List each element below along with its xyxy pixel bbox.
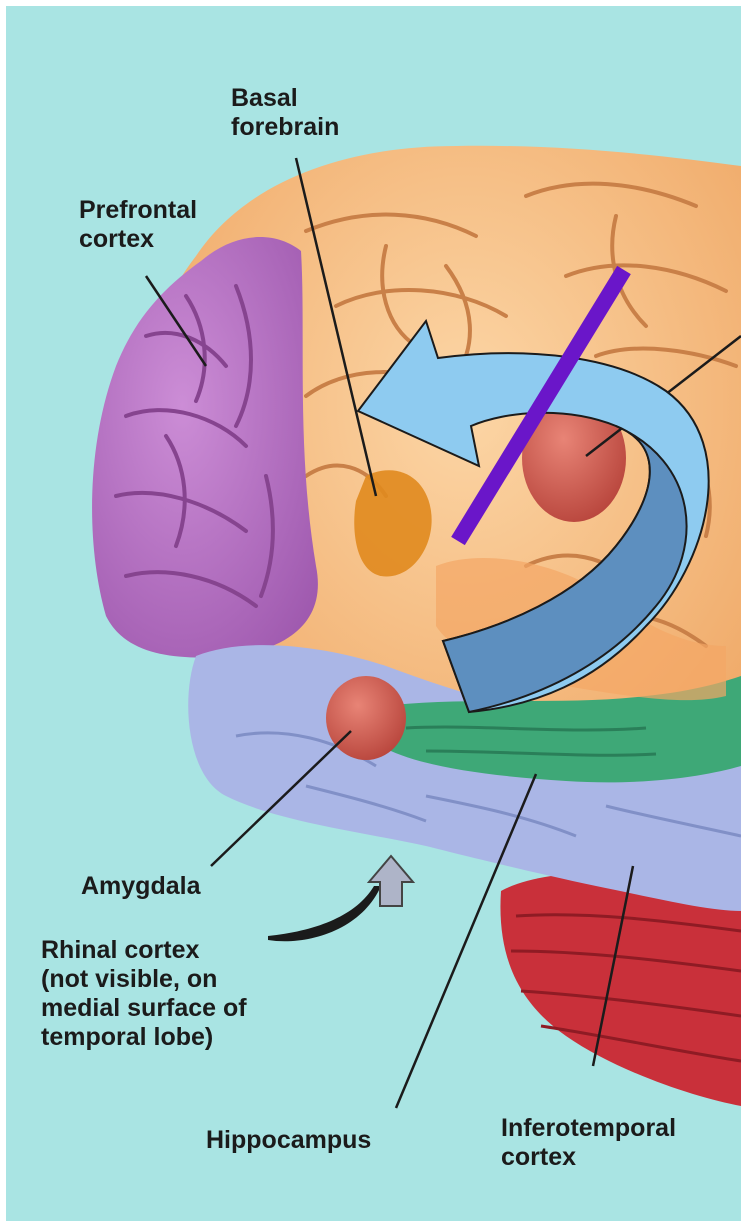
small-up-arrow-icon xyxy=(369,856,413,906)
label-prefrontal-cortex: Prefrontal cortex xyxy=(79,196,197,254)
label-rhinal-cortex: Rhinal cortex (not visible, on medial su… xyxy=(41,936,247,1052)
rhinal-pointer-arrow xyxy=(268,886,381,941)
amygdala-region xyxy=(326,676,406,760)
label-amygdala: Amygdala xyxy=(81,872,200,901)
label-inferotemporal-cortex: Inferotemporal cortex xyxy=(501,1114,676,1172)
diagram-frame: Basal forebrain Prefrontal cortex Amygda… xyxy=(6,6,741,1221)
label-basal-forebrain: Basal forebrain xyxy=(231,84,339,142)
prefrontal-cortex xyxy=(92,237,318,658)
label-hippocampus: Hippocampus xyxy=(206,1126,371,1155)
